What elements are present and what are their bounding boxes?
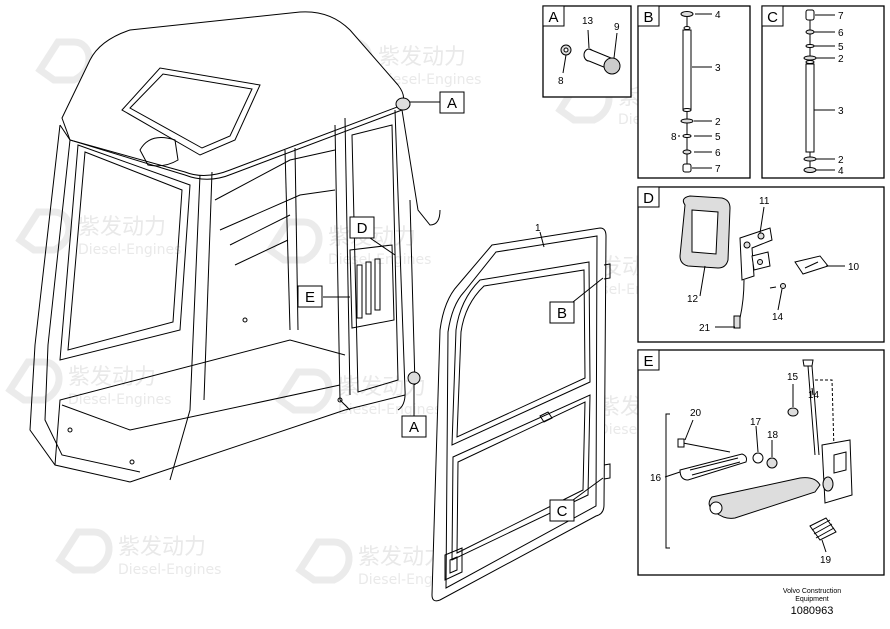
label-e-15: 15: [787, 372, 799, 383]
label-a-13: 13: [582, 16, 594, 27]
footer-brand-line1: Volvo Construction: [783, 588, 841, 595]
label-e-16: 16: [650, 473, 662, 484]
detail-d-letter: D: [643, 190, 654, 207]
watermark-en-7: Diesel-Engines: [68, 392, 171, 408]
callout-b-door-label: B: [557, 305, 567, 322]
label-c-2-bottom: 2: [838, 155, 844, 166]
callout-box-a-bottom: A: [401, 415, 427, 438]
leader-b-door: [572, 277, 604, 303]
callout-box-e-cab: E: [297, 285, 323, 308]
label-e-20: 20: [690, 408, 702, 419]
label-e-17: 17: [750, 417, 762, 428]
watermark-en-4: Diesel-Engines: [78, 242, 181, 258]
label-e-14: 14: [808, 390, 820, 401]
label-c-6: 6: [838, 28, 844, 39]
watermark-cn-2: 紫发动力: [378, 45, 466, 70]
watermark-7: 紫发动力 Diesel-Engines: [5, 358, 171, 408]
watermark-cn-11: 紫发动力: [358, 545, 446, 570]
label-a-8: 8: [558, 76, 564, 87]
label-b-5: 5: [715, 132, 721, 143]
watermark-cn-10: 紫发动力: [118, 535, 206, 560]
watermark-10: 紫发动力 Diesel-Engines: [55, 528, 221, 578]
callout-box-d-cab: D: [349, 216, 375, 239]
label-d-14: 14: [772, 312, 784, 323]
watermark-en-8: Diesel-Engines: [338, 402, 441, 418]
leader-d-cab: [369, 237, 396, 256]
callout-box-b-door: B: [549, 301, 575, 324]
label-c-7: 7: [838, 11, 844, 22]
detail-e-panel: E 15 14: [637, 349, 885, 576]
label-b-6: 6: [715, 148, 721, 159]
label-part-1: 1: [535, 223, 541, 234]
label-d-12: 12: [687, 294, 699, 305]
detail-a-letter: A: [548, 9, 558, 26]
footer-drawing-number: 1080963: [791, 605, 834, 617]
leader-c-door: [572, 477, 604, 501]
label-a-9: 9: [614, 22, 620, 33]
watermark-4: 紫发动力 Diesel-Engines: [15, 208, 181, 258]
callout-e-cab-label: E: [305, 289, 315, 306]
label-b-8: 8: [671, 132, 677, 143]
detail-d-panel: D 11 10 12 14 21: [637, 186, 885, 343]
label-d-11: 11: [759, 196, 770, 207]
label-b-2: 2: [715, 117, 721, 128]
label-e-18: 18: [767, 430, 779, 441]
label-b-3: 3: [715, 63, 721, 74]
callout-box-c-door: C: [549, 499, 575, 522]
watermark-11: 紫发动力 Diesel-Engines: [295, 538, 461, 588]
callout-a-top-label: A: [447, 95, 457, 112]
label-d-10: 10: [848, 262, 860, 273]
footer: Volvo Construction Equipment 1080963: [783, 588, 841, 617]
detail-c-panel: C 7 6 5 2 3 2 4: [761, 5, 885, 179]
cab-grommet-a-top: [395, 97, 440, 111]
callout-c-door-label: C: [557, 503, 568, 520]
label-e-19: 19: [820, 555, 832, 566]
watermark-en-2: Diesel-Engines: [378, 72, 481, 88]
detail-b-letter: B: [643, 9, 653, 26]
callout-box-a-top: A: [439, 91, 465, 114]
detail-b-panel: B 4 3 2 8 5 6 7: [637, 5, 751, 179]
cab-frame-drawing: [29, 11, 441, 483]
label-d-21: 21: [699, 323, 711, 334]
label-c-4: 4: [838, 166, 844, 177]
callout-a-bottom-label: A: [409, 419, 419, 436]
watermark-cn-4: 紫发动力: [78, 215, 166, 240]
watermark-cn-7: 紫发动力: [68, 365, 156, 390]
door-drawing: [431, 227, 611, 602]
footer-brand-line2: Equipment: [795, 596, 829, 603]
cab-grommet-a-bottom: [407, 371, 421, 416]
callout-d-cab-label: D: [357, 220, 368, 237]
label-b-7: 7: [715, 164, 721, 175]
leader-door-part: [539, 231, 545, 248]
label-c-2-top: 2: [838, 54, 844, 65]
label-b-4: 4: [715, 10, 721, 21]
detail-e-letter: E: [643, 353, 653, 370]
detail-c-letter: C: [767, 9, 778, 26]
watermark-en-10: Diesel-Engines: [118, 562, 221, 578]
label-c-3: 3: [838, 106, 844, 117]
detail-a-panel: A 13 9 8: [542, 5, 632, 98]
label-c-5: 5: [838, 42, 844, 53]
